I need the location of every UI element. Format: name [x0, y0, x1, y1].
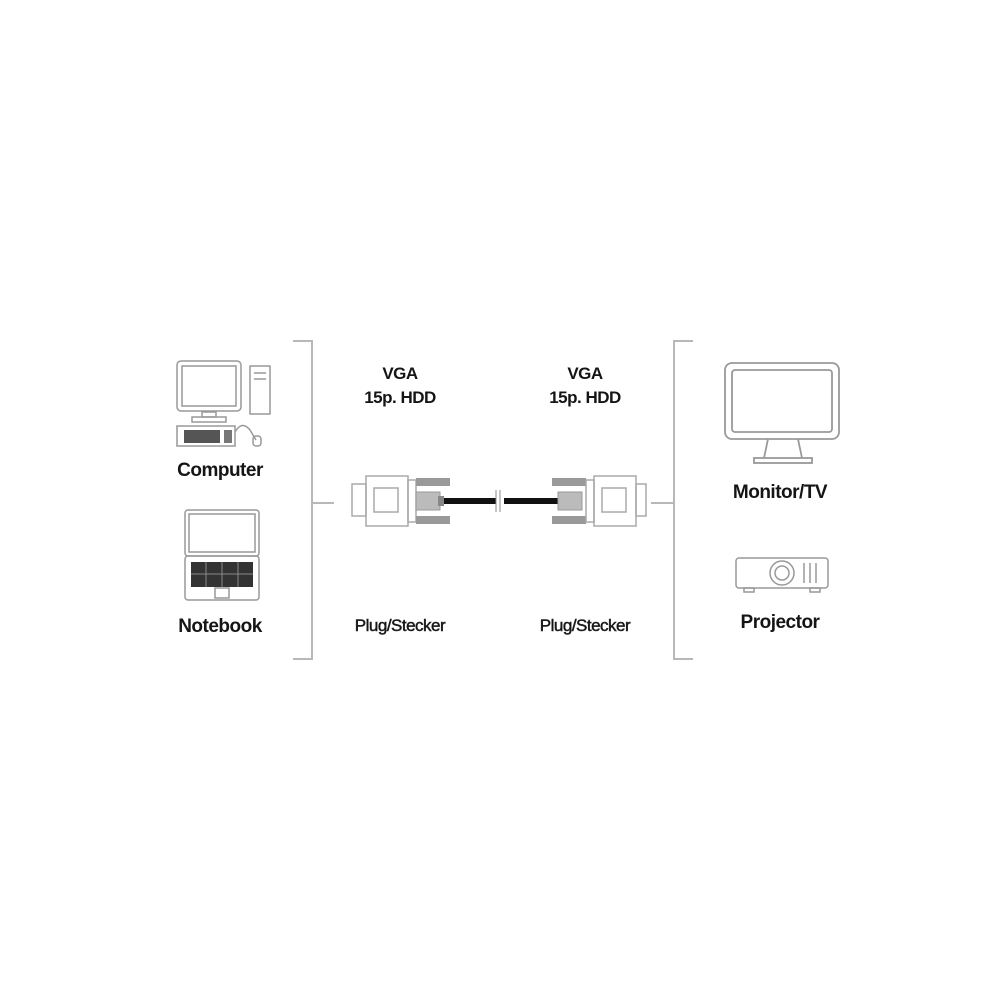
computer-label: Computer — [177, 460, 263, 481]
right-spec-line1: VGA — [567, 364, 603, 383]
left-spec-line2: 15p. HDD — [364, 388, 436, 407]
desktop-computer-icon — [176, 360, 271, 447]
monitor-label: Monitor/TV — [732, 482, 828, 503]
left-connector-spec: VGA 15p. HDD — [340, 362, 460, 410]
right-connector-spec: VGA 15p. HDD — [525, 362, 645, 410]
right-plug-label: Plug/Stecker — [539, 616, 631, 636]
notebook-label: Notebook — [178, 616, 262, 637]
left-vga-connector-icon — [351, 475, 417, 527]
left-spec-line1: VGA — [382, 364, 418, 383]
laptop-icon — [184, 509, 260, 601]
projector-icon — [735, 557, 829, 593]
right-vga-connector-icon — [585, 475, 647, 527]
left-plug-label: Plug/Stecker — [354, 616, 446, 636]
monitor-icon — [724, 362, 840, 464]
right-spec-line2: 15p. HDD — [549, 388, 621, 407]
projector-label: Projector — [740, 612, 820, 633]
vga-cable-icon — [351, 475, 647, 527]
